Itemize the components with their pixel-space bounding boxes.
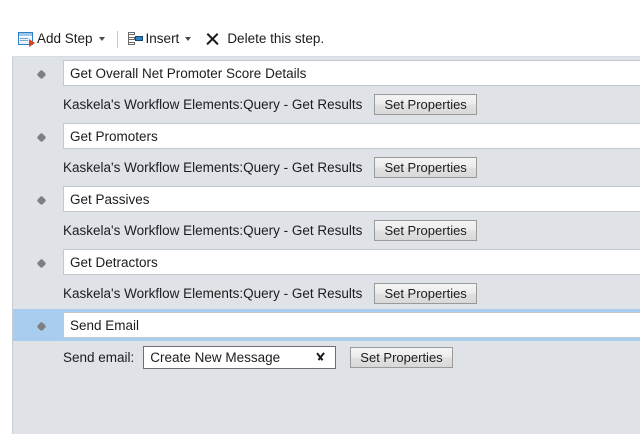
toolbar-separator [116,30,118,48]
step-bullet-icon [36,321,47,332]
panel-filler [13,374,640,406]
delete-step-button[interactable]: Delete this step. [203,26,326,52]
set-properties-button[interactable]: Set Properties [374,283,477,304]
set-properties-button[interactable]: Set Properties [374,157,477,178]
step-property-text: Kaskela's Workflow Elements:Query - Get … [63,160,363,175]
send-email-row: Send email: Create New Message Set Prope… [13,341,640,374]
step-property-row: Kaskela's Workflow Elements:Query - Get … [13,152,640,183]
step-property-row: Kaskela's Workflow Elements:Query - Get … [13,278,640,309]
step-property-row: Kaskela's Workflow Elements:Query - Get … [13,215,640,246]
step-bullet-icon [36,258,47,269]
delete-step-label: Delete this step. [227,31,325,47]
step-name-input[interactable]: Send Email [63,312,640,338]
send-email-select[interactable]: Create New Message [143,346,337,369]
chevron-down-icon [315,353,326,360]
step-property-text: Kaskela's Workflow Elements:Query - Get … [63,223,363,238]
step-property-text: Kaskela's Workflow Elements:Query - Get … [63,97,363,112]
send-email-label: Send email: [63,350,135,365]
step-name-row: Get Passives [13,183,640,215]
step-name-input[interactable]: Get Passives [63,186,640,212]
add-step-button[interactable]: Add Step [16,26,109,52]
step-bullet-icon [36,132,47,143]
send-email-selected-value: Create New Message [150,350,281,365]
set-properties-button[interactable]: Set Properties [374,220,477,241]
step-property-row: Kaskela's Workflow Elements:Query - Get … [13,89,640,120]
step-name-input[interactable]: Get Overall Net Promoter Score Details [63,60,640,86]
insert-button[interactable]: Insert [126,26,196,52]
step-name-input[interactable]: Get Detractors [63,249,640,275]
close-x-icon [205,32,220,47]
step-name-row: Get Overall Net Promoter Score Details [13,57,640,89]
step-name-row: Send Email [13,309,640,341]
step-bullet-icon [36,69,47,80]
workflow-toolbar: Add Step Insert Delete this step. [12,22,640,57]
set-properties-button[interactable]: Set Properties [374,94,477,115]
insert-chevron-down-icon[interactable] [185,37,192,41]
step-bullet-icon [36,195,47,206]
workflow-step-send-email[interactable]: Send Email Send email: Create New Messag… [13,309,640,374]
step-name-input[interactable]: Get Promoters [63,123,640,149]
add-step-icon [18,32,35,47]
step-property-text: Kaskela's Workflow Elements:Query - Get … [63,286,363,301]
add-step-label: Add Step [37,31,93,47]
insert-icon [127,32,144,46]
set-properties-button[interactable]: Set Properties [350,347,453,368]
insert-label: Insert [145,31,180,47]
step-name-row: Get Promoters [13,120,640,152]
step-name-row: Get Detractors [13,246,640,278]
add-step-chevron-down-icon[interactable] [98,37,105,41]
